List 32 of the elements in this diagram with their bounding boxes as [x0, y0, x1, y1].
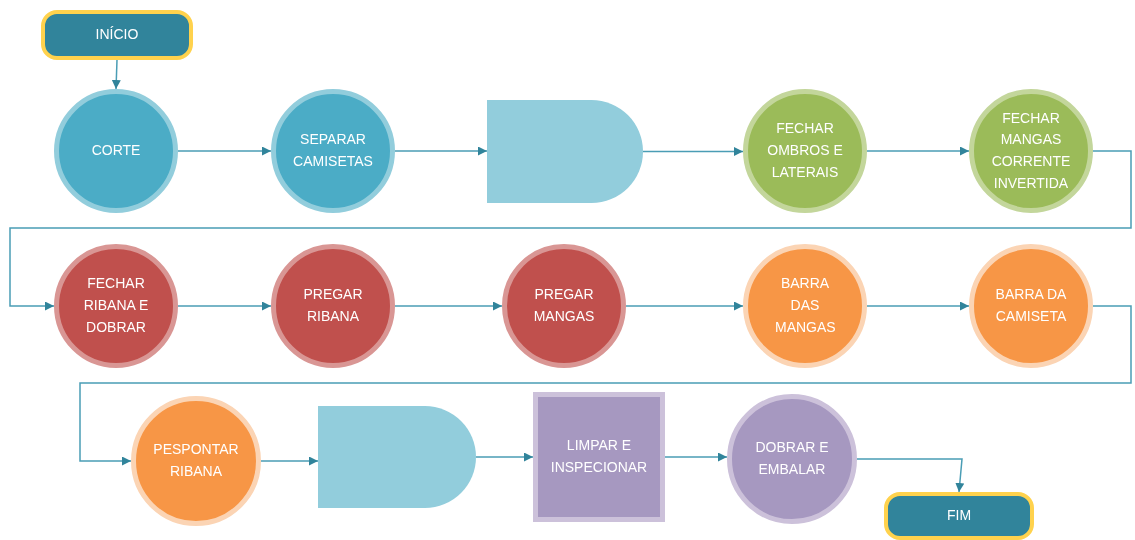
node-label: PREGAR RIBANA [302, 285, 364, 326]
node-label: BARRA DA CAMISETA [994, 285, 1068, 326]
arrow [79, 305, 1132, 466]
arrow [642, 147, 744, 156]
arrow [664, 452, 728, 462]
arrow [394, 146, 488, 156]
arrow [866, 146, 970, 156]
arrow [177, 301, 272, 311]
node-label: LIMPAR E INSPECIONAR [549, 436, 649, 477]
node-label: FECHAR OMBROS E LATERAIS [766, 119, 844, 182]
arrow [111, 59, 121, 90]
arrow [475, 452, 534, 462]
node-label: FECHAR RIBANA E DOBRAR [82, 274, 150, 337]
node-label: SEPARAR CAMISETAS [292, 130, 374, 171]
node-label: PESPONTAR RIBANA [152, 440, 240, 481]
node-label: FIM [946, 506, 972, 526]
node-label: FECHAR MANGAS CORRENTE INVERTIDA [990, 108, 1072, 193]
arrow [856, 458, 965, 493]
arrow [625, 301, 744, 311]
node-label: BARRA DAS MANGAS [775, 274, 835, 337]
node-label: PREGAR MANGAS [532, 285, 596, 326]
terminal-box [41, 10, 193, 60]
node-label: DOBRAR E EMBALAR [754, 438, 830, 479]
process-box [533, 392, 665, 522]
terminal-box [884, 492, 1034, 540]
node-label: CORTE [91, 141, 141, 161]
arrow [177, 146, 272, 156]
arrow [394, 301, 503, 311]
node-label: INÍCIO [95, 25, 139, 45]
arrow [866, 301, 970, 311]
arrow [260, 456, 319, 466]
arrow [9, 150, 1132, 311]
